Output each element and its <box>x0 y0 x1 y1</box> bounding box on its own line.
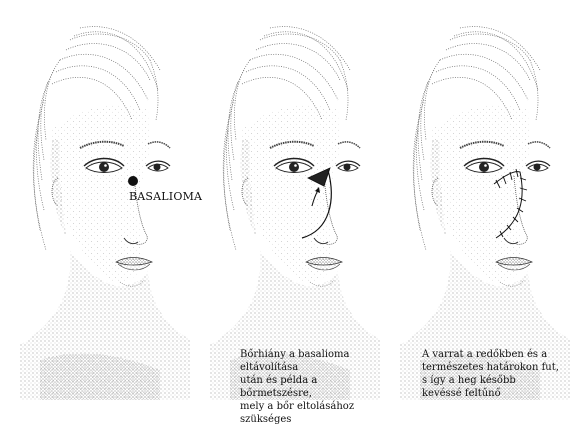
caption-suture: A varrat a redőkben és a természetes hat… <box>422 348 559 400</box>
panel-basalioma: BASALIOMA <box>0 0 190 408</box>
panel-skin-defect: Bőrhiány a basalioma eltávolítása után é… <box>190 0 380 408</box>
face-illustration-1 <box>0 0 190 408</box>
caption-skin-defect: Bőrhiány a basalioma eltávolítása után é… <box>240 348 380 426</box>
panel-suture: A varrat a redőkben és a természetes hat… <box>380 0 570 408</box>
face-illustration-2 <box>190 0 380 408</box>
face-illustration-3 <box>380 0 570 408</box>
basalioma-lesion-marker <box>128 176 138 186</box>
